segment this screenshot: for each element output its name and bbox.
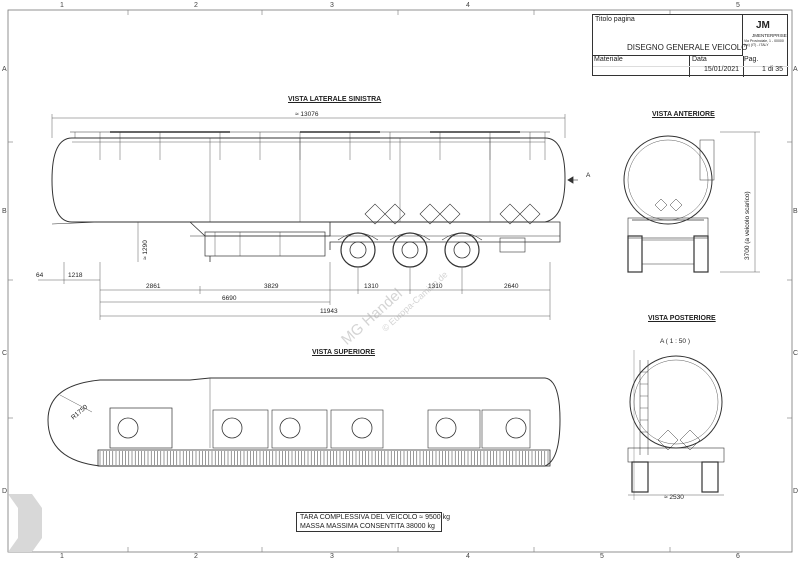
dim-11943: 11943 — [320, 308, 338, 315]
logo-mark: JM — [756, 20, 770, 31]
grid-col-bottom-2: 2 — [194, 553, 198, 560]
dim-2640: 2640 — [504, 283, 519, 290]
grid-row-b-right: B — [793, 208, 798, 215]
date-value: 15/01/2021 — [704, 66, 740, 73]
grid-col-bottom-4: 4 — [466, 553, 470, 560]
view-arrow-a: A — [586, 172, 591, 179]
title-value: DISEGNO GENERALE VEICOLO — [627, 43, 748, 52]
grid-col-1: 1 — [60, 2, 64, 9]
top-view-label: VISTA SUPERIORE — [312, 349, 376, 356]
page-label: Pag. — [744, 56, 759, 63]
dim-64: 64 — [36, 272, 44, 279]
grid-col-3: 3 — [330, 2, 334, 9]
side-view — [38, 114, 578, 320]
front-view — [623, 131, 760, 273]
grid-row-a: A — [2, 66, 7, 73]
dim-1218: 1218 — [68, 272, 83, 279]
grid-row-c-right: C — [793, 350, 799, 357]
grid-row-d: D — [2, 488, 8, 495]
material-label: Materiale — [594, 56, 623, 63]
top-view — [47, 377, 561, 467]
rear-view — [627, 350, 725, 500]
grid-row-a-right: A — [793, 66, 798, 73]
notes-box — [296, 512, 442, 532]
grid-col-bottom-6: 6 — [736, 553, 740, 560]
grid-col-bottom-1: 1 — [60, 553, 64, 560]
grid-col-bottom-3: 3 — [330, 553, 334, 560]
grid-col-4: 4 — [466, 2, 470, 9]
dim-2861: 2861 — [146, 283, 161, 290]
dim-height-1290: ≈ 1290 — [142, 240, 149, 260]
walkway-grating — [99, 451, 549, 465]
side-view-label: VISTA LATERALE SINISTRA — [288, 96, 382, 103]
rear-view-label: VISTA POSTERIORE — [648, 315, 716, 322]
grid-col-bottom-5: 5 — [600, 553, 604, 560]
grid-ticks — [8, 10, 792, 552]
grid-row-b: B — [2, 208, 7, 215]
logo-name: JMENTERPRISE — [752, 33, 787, 38]
dim-width-2530: ≈ 2530 — [664, 494, 684, 501]
title-label: Titolo pagina — [595, 16, 635, 23]
grid-row-c: C — [2, 350, 8, 357]
dim-1310-b: 1310 — [428, 283, 443, 290]
grid-col-5: 5 — [736, 2, 740, 9]
page-value: 1 di 35 — [762, 66, 784, 73]
logo-address: Via Provinciale, 1 - 00000 (xx) (IT) - I… — [744, 39, 784, 47]
grid-row-d-right: D — [793, 488, 799, 495]
dim-3829: 3829 — [264, 283, 279, 290]
watermark-logo-icon — [8, 494, 42, 552]
max-mass-note: MASSA MASSIMA CONSENTITA 38000 kg — [300, 523, 435, 530]
dim-1310-a: 1310 — [364, 283, 379, 290]
tare-note: TARA COMPLESSIVA DEL VEICOLO ≈ 9500 kg — [300, 514, 450, 521]
date-label: Data — [692, 56, 707, 63]
sheet-border — [7, 9, 793, 553]
dim-overall-length: ≈ 13076 — [295, 111, 319, 118]
grid-col-2: 2 — [194, 2, 198, 9]
section-a-scale: A ( 1 : 50 ) — [660, 338, 690, 345]
title-block — [592, 14, 789, 77]
front-view-label: VISTA ANTERIORE — [652, 111, 715, 118]
dim-6690: 6690 — [222, 295, 237, 302]
dim-height-3700: 3700 (a veicolo scarico) — [744, 191, 751, 260]
